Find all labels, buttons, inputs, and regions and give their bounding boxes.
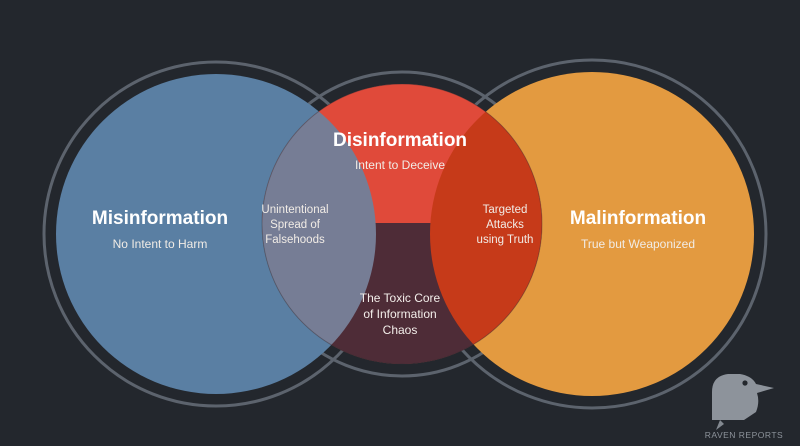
brand-label: RAVEN REPORTS [705, 430, 783, 440]
mis-dis-line: Falsehoods [265, 234, 325, 246]
malinformation-title: Malinformation [570, 208, 706, 229]
mis-dis-overlap-label: Unintentional Spread of Falsehoods [261, 204, 328, 246]
disinformation-title: Disinformation [333, 130, 467, 151]
mis-dis-overlap [262, 84, 376, 364]
core-line: The Toxic Core [360, 291, 441, 305]
raven-icon [712, 374, 774, 430]
core-line: Chaos [383, 323, 418, 337]
dis-mal-line: Targeted [483, 204, 528, 216]
dis-mal-line: Attacks [486, 219, 524, 231]
misinformation-title: Misinformation [92, 208, 228, 229]
malinformation-subtitle: True but Weaponized [581, 237, 695, 251]
dis-mal-overlap-label: Targeted Attacks using Truth [477, 204, 534, 246]
misinformation-subtitle: No Intent to Harm [113, 237, 208, 251]
core-line: of Information [363, 307, 436, 321]
mis-dis-line: Unintentional [261, 204, 328, 216]
mis-dis-line: Spread of [270, 219, 321, 231]
brand-logo: RAVEN REPORTS [705, 374, 783, 440]
disinformation-subtitle: Intent to Deceive [355, 158, 445, 172]
toxic-core-label: The Toxic Core of Information Chaos [360, 291, 441, 337]
raven-eye-icon [742, 380, 748, 386]
dis-mal-overlap [430, 84, 542, 364]
dis-mal-line: using Truth [477, 234, 534, 246]
